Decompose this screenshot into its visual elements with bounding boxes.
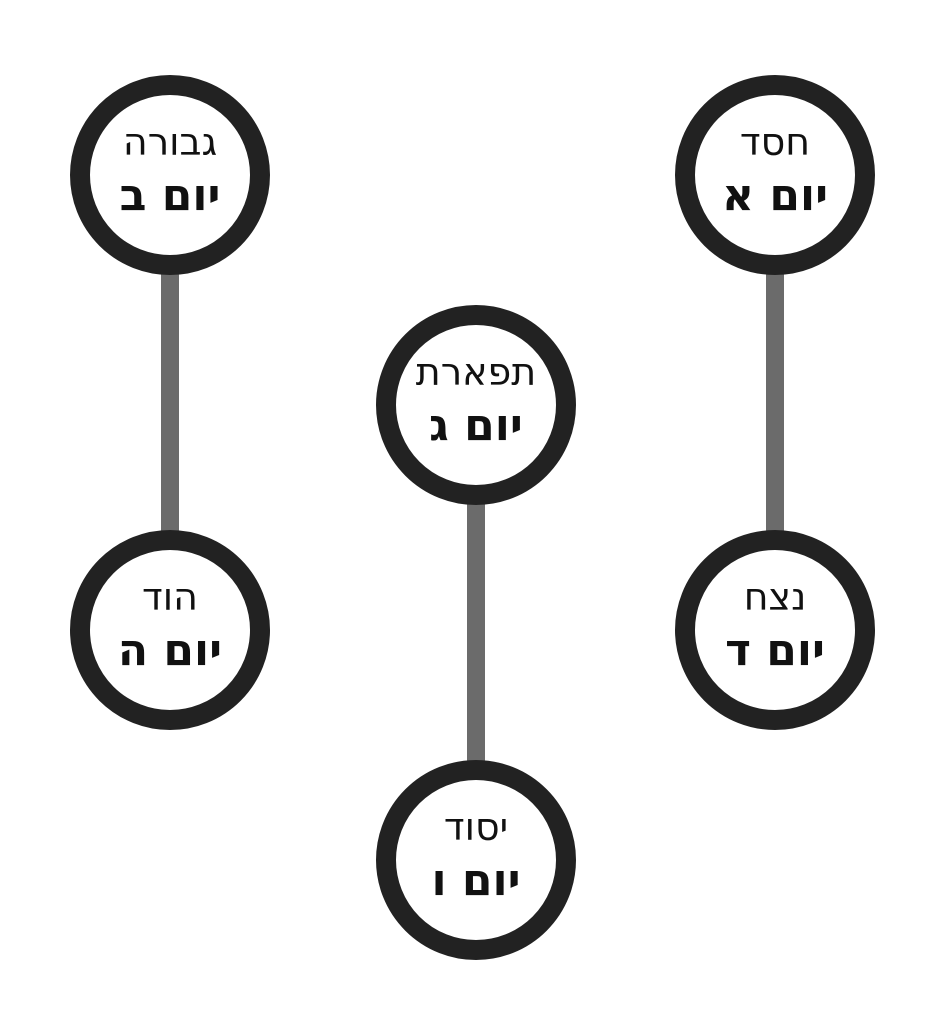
- node-yesod: יסוד יום ו: [376, 760, 576, 960]
- node-chesed-day: יום א: [721, 170, 829, 222]
- connector-chesed-netzach: [766, 260, 784, 540]
- node-tiferet: תפארת יום ג: [376, 305, 576, 505]
- node-hod-name: הוד: [142, 574, 198, 619]
- node-netzach-name: נצח: [743, 574, 807, 619]
- node-netzach-day: יום ד: [725, 625, 825, 677]
- node-chesed-name: חסד: [739, 119, 811, 164]
- node-gevurah: גבורה יום ב: [70, 75, 270, 275]
- node-netzach: נצח יום ד: [675, 530, 875, 730]
- node-hod: הוד יום ה: [70, 530, 270, 730]
- node-yesod-name: יסוד: [443, 804, 509, 849]
- node-gevurah-day: יום ב: [119, 170, 221, 222]
- connector-gevurah-hod: [161, 260, 179, 540]
- node-chesed: חסד יום א: [675, 75, 875, 275]
- node-tiferet-day: יום ג: [429, 400, 523, 452]
- node-hod-day: יום ה: [117, 625, 223, 677]
- node-tiferet-name: תפארת: [415, 349, 537, 394]
- node-yesod-day: יום ו: [431, 855, 521, 907]
- connector-tiferet-yesod: [467, 490, 485, 770]
- node-gevurah-name: גבורה: [122, 119, 218, 164]
